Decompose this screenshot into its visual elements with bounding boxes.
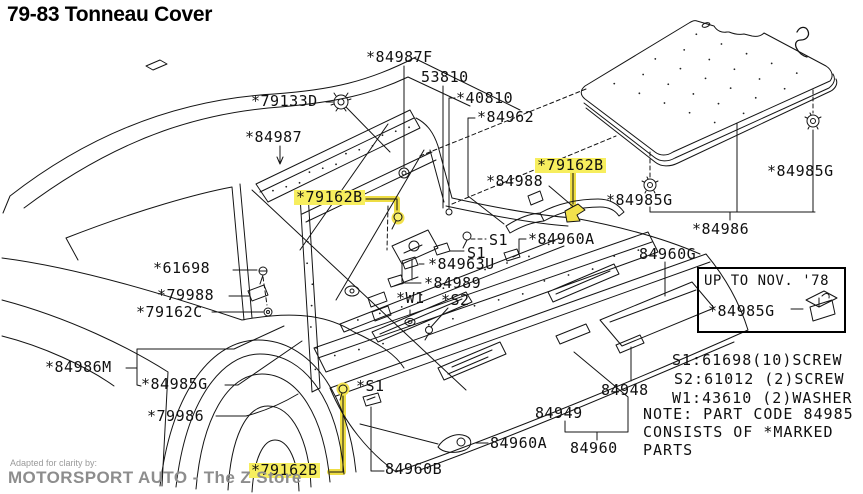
screw-icon — [462, 231, 472, 249]
credit-text: Adapted for clarity by: — [10, 458, 98, 468]
ring-clip-icon — [641, 176, 659, 194]
callout-title: UP TO NOV. '78 — [704, 273, 830, 289]
car-body-lines — [1, 56, 749, 493]
callout-part-label: *84985G — [708, 302, 775, 320]
finisher-end-icon — [615, 334, 645, 354]
fastener-icons — [247, 92, 838, 453]
callout-clip-icon — [805, 290, 838, 322]
legend-line-s1: S1:61698(10)SCREW — [672, 351, 843, 369]
stipple-dots — [272, 33, 798, 371]
grommet-icon — [263, 307, 273, 317]
clip-icon — [362, 392, 382, 407]
page-title: 79-83 Tonneau Cover — [7, 3, 213, 26]
clip-icon — [387, 274, 405, 288]
bracket-icon — [247, 284, 269, 302]
brand-logo-text: MOTORSPORT AUTO - The Z Store — [8, 468, 302, 487]
clip-icon — [503, 248, 521, 262]
screw-icon — [258, 266, 268, 285]
note-line-1: NOTE: PART CODE 84985 — [643, 405, 854, 423]
note-line-2: CONSISTS OF *MARKED — [643, 423, 834, 441]
highlight-leaders — [327, 170, 576, 475]
highlighted-fasteners — [336, 203, 586, 401]
ring-clip-icon — [804, 112, 822, 130]
striker-icon — [437, 434, 472, 453]
clip-icon — [401, 256, 419, 270]
grommet-icon — [330, 92, 391, 153]
highlight-leader-cores — [329, 172, 574, 473]
clip-icon — [433, 242, 451, 256]
washer-icon — [404, 318, 416, 326]
callout-box: UP TO NOV. '78 *84985G — [697, 267, 846, 333]
grommet-icon — [398, 167, 410, 179]
legend-line-w1: W1:43610 (2)WASHER — [672, 389, 853, 407]
leader-lines — [125, 65, 816, 472]
tonneau-cover-drawing — [580, 20, 838, 167]
grommet-icon — [445, 208, 453, 216]
legend-line-s2: S2:61012 (2)SCREW — [674, 370, 845, 388]
note-line-3: PARTS — [643, 441, 694, 459]
screw-icon — [424, 326, 433, 341]
